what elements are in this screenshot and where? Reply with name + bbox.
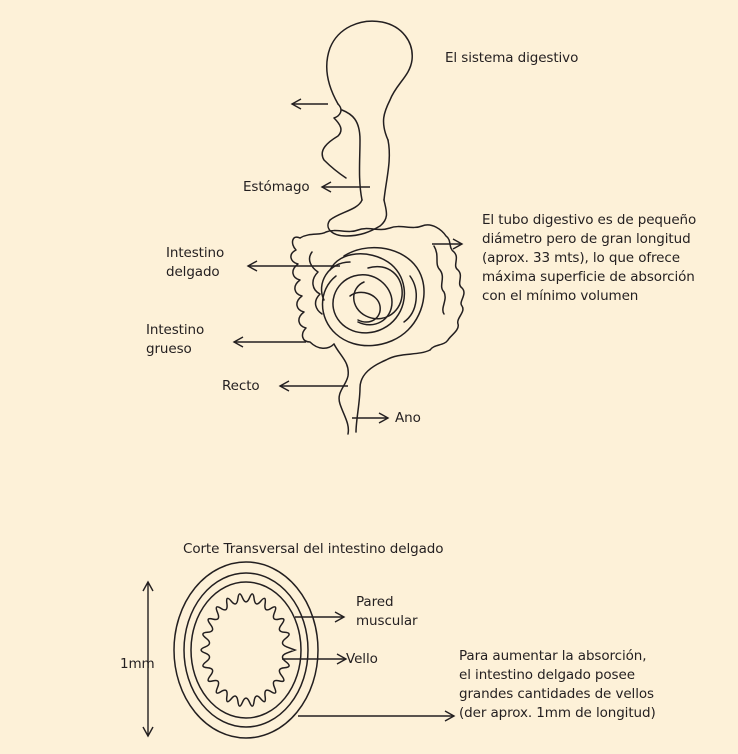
label-recto: Recto	[222, 377, 260, 396]
note-digestive-line: (aprox. 33 mts), lo que ofrece	[482, 249, 696, 268]
mouth-outline	[322, 104, 346, 178]
note-digestive-line: diámetro pero de gran longitud	[482, 230, 696, 249]
note-digestive-line: con el mínimo volumen	[482, 287, 696, 306]
label-intestino-delgado-line2: delgado	[166, 263, 224, 282]
note-cross-line: el intestino delgado posee	[459, 666, 656, 685]
note-digestive-line: máxima superficie de absorción	[482, 268, 696, 287]
label-ano: Ano	[395, 409, 421, 428]
note-cross-line: Para aumentar la absorción,	[459, 647, 656, 666]
muscle-wall-ring	[184, 573, 308, 727]
label-intestino-delgado-line1: Intestino	[166, 244, 224, 263]
label-intestino-delgado: Intestino delgado	[166, 244, 224, 282]
large-intestine	[291, 237, 334, 348]
note-cross-line: (der aprox. 1mm de longitud)	[459, 704, 656, 723]
label-vello: Vello	[346, 650, 378, 669]
rectum	[334, 344, 348, 434]
label-intestino-grueso: Intestino grueso	[146, 321, 204, 359]
label-pared-muscular: Pared muscular	[356, 593, 418, 631]
scale-label: 1mm	[120, 655, 155, 674]
label-intestino-grueso-line2: grueso	[146, 340, 204, 359]
note-digestive: El tubo digestivo es de pequeño diámetro…	[482, 211, 696, 306]
note-digestive-line: El tubo digestivo es de pequeño	[482, 211, 696, 230]
note-cross-section: Para aumentar la absorción, el intestino…	[459, 647, 656, 723]
label-pared-line2: muscular	[356, 612, 418, 631]
head-outline	[327, 21, 413, 140]
label-estomago: Estómago	[243, 178, 310, 197]
label-intestino-grueso-line1: Intestino	[146, 321, 204, 340]
label-pared-line1: Pared	[356, 593, 418, 612]
diagram-title-digestive: El sistema digestivo	[445, 49, 578, 68]
diagram-title-cross-section: Corte Transversal del intestino delgado	[183, 540, 443, 559]
note-cross-line: grandes cantidades de vellos	[459, 685, 656, 704]
villi-contour	[201, 594, 295, 706]
